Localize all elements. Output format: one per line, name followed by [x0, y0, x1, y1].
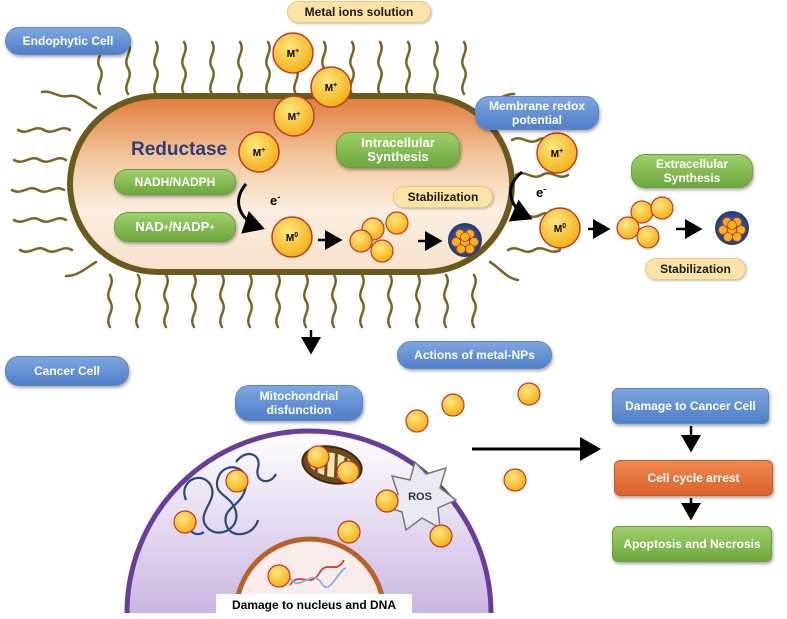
svg-text:M+: M+ — [253, 147, 265, 159]
flagellum — [247, 273, 253, 329]
flagellum — [219, 273, 225, 329]
flagellum — [433, 40, 439, 96]
flagellum — [506, 247, 562, 253]
svg-text:M+: M+ — [288, 111, 300, 123]
free-nanoparticle — [306, 445, 330, 469]
free-nanoparticles — [173, 382, 541, 588]
cancer-cell-label: Cancer Cell — [5, 356, 129, 386]
flagellum — [107, 273, 113, 329]
free-nanoparticle — [375, 489, 399, 513]
cluster-particle — [616, 216, 640, 240]
electron-label-intra: e- — [270, 192, 280, 208]
flagellum — [331, 273, 337, 329]
flagellum — [125, 40, 131, 96]
cell-cycle-arrest-label: Cell cycle arrest — [614, 460, 773, 496]
svg-text:M+: M+ — [551, 148, 563, 160]
flagellum — [377, 40, 383, 96]
cluster-particle — [636, 225, 660, 249]
free-nanoparticle — [225, 469, 249, 493]
metal-ion-m-plus: M+ — [536, 132, 578, 174]
free-nanoparticle — [337, 520, 361, 544]
membrane-redox-label: Membrane redox potential — [475, 96, 599, 130]
electron-transfer-arrow-intra — [237, 183, 265, 234]
nad-nadp-label: NAD+/NADP+ — [114, 212, 236, 242]
metal-ions-solution-label: Metal ions solution — [287, 1, 431, 23]
ros-star-shape — [382, 460, 458, 532]
flagellum — [443, 273, 449, 329]
flagellum — [12, 217, 68, 223]
metal-ion-m-plus: M+ — [273, 95, 315, 137]
apoptosis-necrosis-label: Apoptosis and Necrosis — [612, 526, 772, 562]
flagellum — [209, 40, 215, 96]
cluster-particle — [349, 229, 373, 253]
svg-text:M0: M0 — [554, 223, 566, 235]
flagellum — [181, 40, 187, 96]
cluster-particle — [385, 211, 409, 235]
damage-nucleus-dna-label: Damage to nucleus and DNA — [216, 594, 412, 616]
intracellular-synthesis-label: Intracellular Synthesis — [336, 132, 460, 168]
flagellum — [10, 187, 66, 193]
flagellum — [488, 260, 520, 282]
cluster-particle — [650, 196, 674, 220]
flagellum — [471, 273, 477, 329]
svg-text:M+: M+ — [287, 48, 299, 60]
metal-ion-m-plus: M+ — [272, 32, 314, 74]
flagellum — [64, 260, 98, 278]
capped-nanoparticle-extra — [715, 211, 749, 245]
reduced-atom-m-zero: M0 — [539, 207, 581, 249]
stabilization-intra-label: Stabilization — [393, 186, 493, 208]
dna-helix — [289, 559, 347, 588]
free-nanoparticle — [173, 510, 197, 534]
electron-label-extra: e- — [536, 184, 546, 200]
ros-label: ROS — [408, 491, 432, 503]
flagellum — [359, 273, 365, 329]
flagellum — [12, 157, 68, 163]
damage-cancer-cell-label: Damage to Cancer Cell — [612, 388, 769, 424]
flagellum — [514, 172, 570, 178]
stabilization-extra-label: Stabilization — [645, 258, 746, 280]
free-nanoparticle — [336, 460, 360, 484]
flagellum — [405, 40, 411, 96]
reduced-atom-m-zero: M0 — [271, 216, 313, 258]
mitochondrial-disfunction-label: Mitochondrial disfunction — [235, 385, 363, 421]
free-nanoparticle — [429, 524, 453, 548]
metal-ion-m-plus: M+ — [238, 131, 280, 173]
electron-transfer-arrow-extra — [508, 170, 533, 222]
flagellum — [153, 40, 159, 96]
free-nanoparticle — [503, 468, 527, 492]
flagellum — [275, 273, 281, 329]
flagellum — [303, 273, 309, 329]
free-nanoparticle — [405, 409, 429, 433]
flagellum — [265, 40, 271, 96]
flagellum — [461, 40, 467, 96]
flagellum — [16, 127, 72, 133]
free-nanoparticle — [441, 393, 465, 417]
nanoparticle-clusters — [349, 196, 674, 263]
flagellum — [415, 273, 421, 329]
flagellum — [40, 90, 98, 110]
reductase-label: Reductase — [131, 139, 228, 160]
free-nanoparticle — [517, 382, 541, 406]
extracellular-synthesis-label: Extracellular Synthesis — [631, 154, 753, 188]
flagellum — [18, 247, 74, 253]
flagellum — [237, 40, 243, 96]
actions-metal-nps-label: Actions of metal-NPs — [397, 341, 552, 369]
capped-nanoparticle-intra — [448, 223, 482, 257]
flagellum — [387, 273, 393, 329]
svg-text:M+: M+ — [325, 82, 337, 94]
flagella — [10, 40, 570, 329]
svg-text:M0: M0 — [286, 232, 298, 244]
metal-ion-m-plus: M+ — [310, 66, 352, 108]
cluster-particle — [370, 239, 394, 263]
endophytic-cell-label: Endophytic Cell — [5, 27, 131, 55]
metal-ions: M+ M+ M+ M+ M+ — [238, 32, 578, 174]
flagellum — [135, 273, 141, 329]
flagellum — [191, 273, 197, 329]
free-nanoparticle — [267, 564, 291, 588]
flagellum — [163, 273, 169, 329]
nadh-nadph-label: NADH/NADPH — [114, 169, 236, 195]
